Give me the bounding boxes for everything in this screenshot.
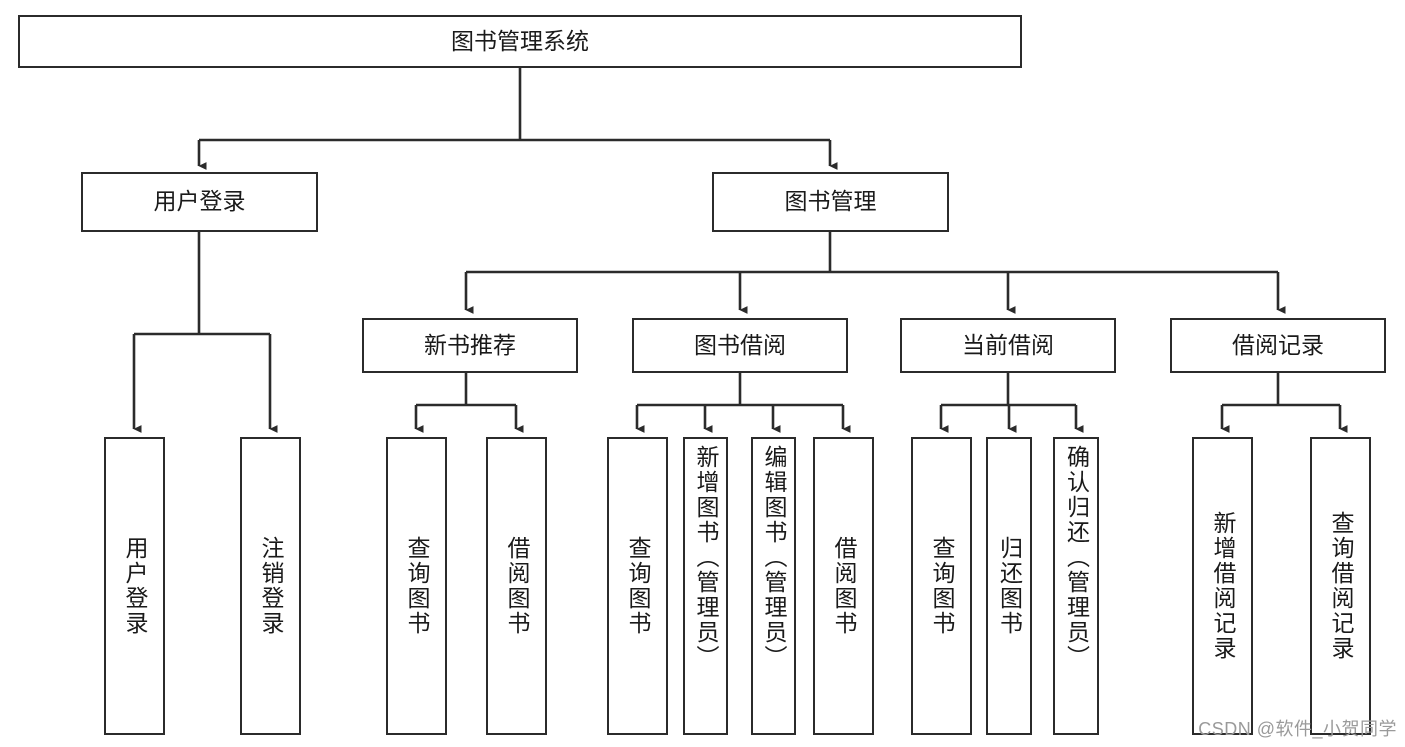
node-label: 新增借阅记录 bbox=[1210, 511, 1236, 661]
node-root-system[interactable]: 图书管理系统 bbox=[18, 15, 1022, 68]
node-new-book-recommend[interactable]: 新书推荐 bbox=[362, 318, 578, 373]
leaf-borrow-book[interactable]: 借阅图书 bbox=[813, 437, 874, 735]
node-label: 图书管理 bbox=[784, 188, 877, 215]
node-label: 图书借阅 bbox=[694, 331, 786, 358]
leaf-query-book-recommend[interactable]: 查询图书 bbox=[386, 437, 447, 735]
leaf-query-borrow-record[interactable]: 查询借阅记录 bbox=[1310, 437, 1371, 735]
leaf-borrow-book-recommend[interactable]: 借阅图书 bbox=[486, 437, 547, 735]
node-label: 确认归还（管理员） bbox=[1063, 445, 1090, 670]
watermark-text: CSDN @软件_小贺同学 bbox=[1198, 719, 1397, 739]
leaf-edit-book-admin[interactable]: 编辑图书（管理员） bbox=[751, 437, 796, 735]
node-book-management[interactable]: 图书管理 bbox=[712, 172, 949, 232]
node-user-login[interactable]: 用户登录 bbox=[81, 172, 318, 232]
node-current-borrow[interactable]: 当前借阅 bbox=[900, 318, 1116, 373]
node-borrow-record[interactable]: 借阅记录 bbox=[1170, 318, 1386, 373]
node-label: 查询借阅记录 bbox=[1328, 511, 1354, 661]
leaf-query-book-borrow[interactable]: 查询图书 bbox=[607, 437, 668, 735]
node-label: 用户登录 bbox=[122, 536, 148, 636]
node-label: 编辑图书（管理员） bbox=[761, 445, 787, 670]
node-label: 新书推荐 bbox=[424, 331, 516, 358]
leaf-logout[interactable]: 注销登录 bbox=[240, 437, 301, 735]
leaf-add-book-admin[interactable]: 新增图书（管理员） bbox=[683, 437, 728, 735]
node-label: 当前借阅 bbox=[962, 331, 1054, 358]
node-label: 借阅图书 bbox=[504, 536, 530, 636]
leaf-return-book[interactable]: 归还图书 bbox=[986, 437, 1032, 735]
node-book-borrow[interactable]: 图书借阅 bbox=[632, 318, 848, 373]
node-label: 用户登录 bbox=[153, 188, 246, 215]
leaf-add-borrow-record[interactable]: 新增借阅记录 bbox=[1192, 437, 1253, 735]
node-label: 图书管理系统 bbox=[451, 27, 589, 54]
node-label: 查询图书 bbox=[625, 536, 651, 636]
node-label: 注销登录 bbox=[258, 536, 284, 636]
node-label: 查询图书 bbox=[929, 536, 955, 636]
node-label: 借阅记录 bbox=[1232, 331, 1324, 358]
leaf-query-book-current[interactable]: 查询图书 bbox=[911, 437, 972, 735]
node-label: 新增图书（管理员） bbox=[693, 445, 719, 670]
leaf-confirm-return-admin[interactable]: 确认归还（管理员） bbox=[1053, 437, 1099, 735]
node-label: 归还图书 bbox=[996, 536, 1023, 636]
node-label: 借阅图书 bbox=[831, 536, 857, 636]
leaf-user-login[interactable]: 用户登录 bbox=[104, 437, 165, 735]
node-label: 查询图书 bbox=[404, 536, 430, 636]
